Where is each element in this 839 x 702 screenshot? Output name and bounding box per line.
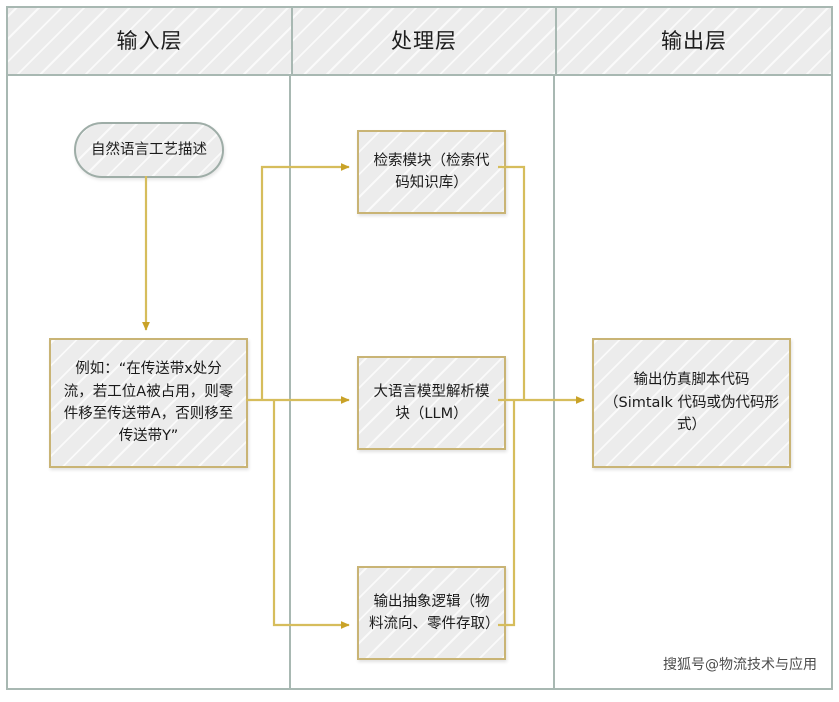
lane-title-process: 处理层 xyxy=(391,28,457,53)
lane-header-input: 输入层 xyxy=(8,8,291,76)
node-retrieval-label: 检索模块（检索代码知识库） xyxy=(373,152,490,191)
lane-divider-input-process xyxy=(289,76,291,688)
node-natural-language[interactable]: 自然语言工艺描述 xyxy=(74,122,224,178)
node-abstract-logic[interactable]: 输出抽象逻辑（物料流向、零件存取） xyxy=(357,566,506,660)
lane-header-process: 处理层 xyxy=(291,8,555,76)
node-llm[interactable]: 大语言模型解析模块（LLM） xyxy=(357,356,506,450)
node-sim-code[interactable]: 输出仿真脚本代码（Simtalk 代码或伪代码形式） xyxy=(592,338,791,468)
watermark: 搜狐号@物流技术与应用 xyxy=(663,657,817,673)
node-retrieval[interactable]: 检索模块（检索代码知识库） xyxy=(357,130,506,214)
lane-divider-process-output xyxy=(553,76,555,688)
lane-header-row: 输入层 处理层 输出层 xyxy=(8,8,831,76)
swimlane-diagram: 输入层 处理层 输出层 自然语言工艺描述 例如：“在传送带x处分流，若工位A被占… xyxy=(6,6,833,690)
node-abstract-logic-label: 输出抽象逻辑（物料流向、零件存取） xyxy=(369,593,500,632)
lane-header-output: 输出层 xyxy=(555,8,831,76)
node-example[interactable]: 例如：“在传送带x处分流，若工位A被占用，则零件移至传送带A，否则移至传送带Y” xyxy=(49,338,248,468)
node-llm-label: 大语言模型解析模块（LLM） xyxy=(373,383,490,422)
node-natural-language-label: 自然语言工艺描述 xyxy=(91,141,207,158)
node-sim-code-label: 输出仿真脚本代码（Simtalk 代码或伪代码形式） xyxy=(604,372,779,434)
node-example-label: 例如：“在传送带x处分流，若工位A被占用，则零件移至传送带A，否则移至传送带Y” xyxy=(63,361,234,445)
lane-title-input: 输入层 xyxy=(116,28,183,53)
lane-title-output: 输出层 xyxy=(661,28,727,53)
